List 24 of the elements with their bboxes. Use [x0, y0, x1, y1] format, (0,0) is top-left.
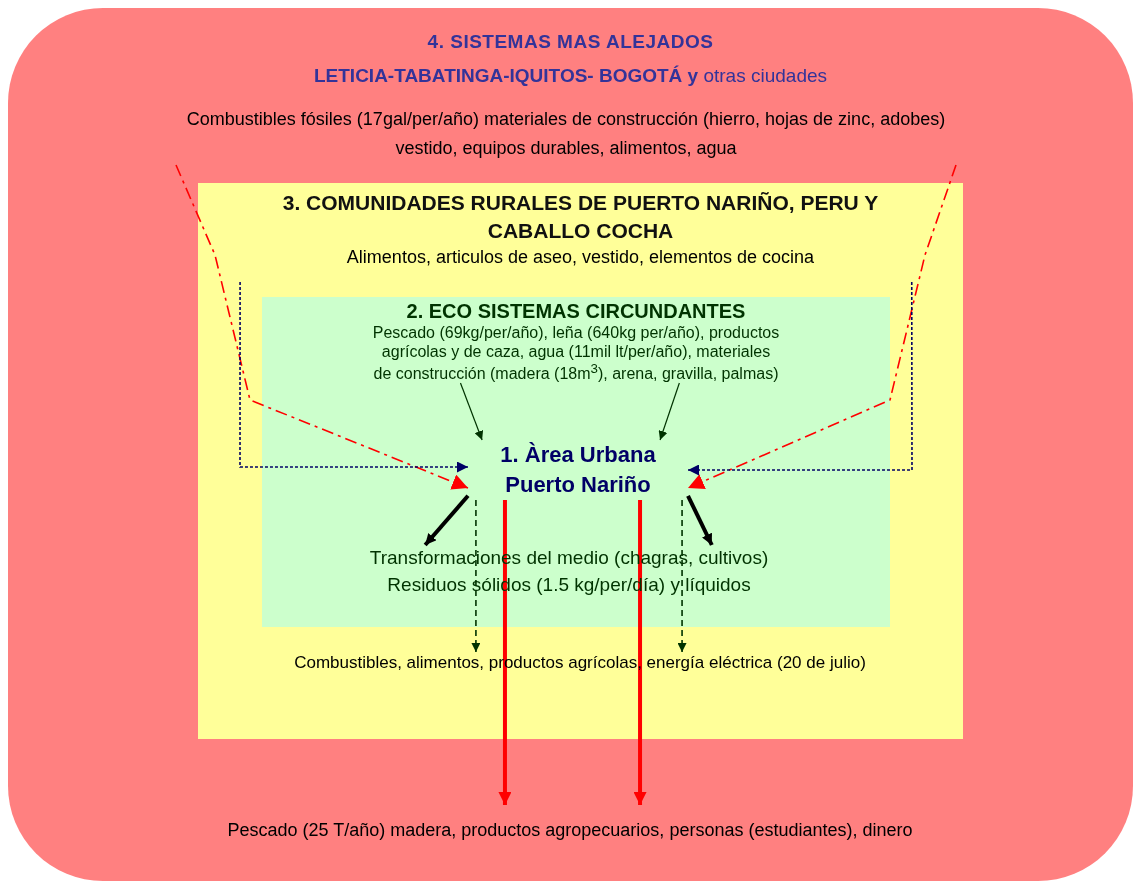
arrow	[686, 494, 714, 546]
region-heading: 4. SISTEMAS MAS ALEJADOS	[427, 30, 714, 54]
arrow	[677, 499, 687, 653]
communities-region	[198, 183, 963, 739]
region-heading: 2. ECO SISTEMAS CIRCUNDANTES	[406, 299, 746, 323]
arrow	[498, 500, 512, 805]
flow-text: Combustibles fósiles (17gal/per/año) materiales de construcción (hierro, hojas de zinc, adobes) vestido, equipos durables, alimentos, agua	[185, 108, 947, 160]
arrow	[658, 382, 680, 441]
arrow	[687, 281, 913, 476]
flow-text: Pescado (25 T/año) madera, productos agropecuarios, personas (estudiantes), dinero	[227, 819, 913, 842]
arrow	[239, 281, 469, 473]
arrow	[175, 164, 469, 490]
ecosystems-region	[262, 297, 890, 627]
region-text: Alimentos, articulos de aseo, vestido, elementos de cocina	[346, 245, 815, 269]
arrow	[471, 499, 481, 653]
arrow	[633, 500, 647, 805]
arrow	[687, 164, 957, 489]
arrow	[459, 382, 484, 441]
flow-text: Pescado (69kg/per/año), leña (640kg per/año), productos agrícolas y de caza, agua (11mil lt/per/año), materiales de construcción (madera (18m$^{3}$), arena, gravilla, palmas)	[371, 323, 781, 384]
outer-region	[8, 8, 1133, 881]
arrow	[423, 494, 470, 547]
urban-area-label: 1. Àrea Urbana Puerto Nariño	[499, 441, 657, 499]
region-heading: 3. COMUNIDADES RURALES DE PUERTO NARIÑO, PERU Y CABALLO COCHA	[281, 190, 880, 245]
region-subheading: LETICIA-TABATINGA-IQUITOS- BOGOTÁ y otras ciudades	[313, 63, 828, 88]
